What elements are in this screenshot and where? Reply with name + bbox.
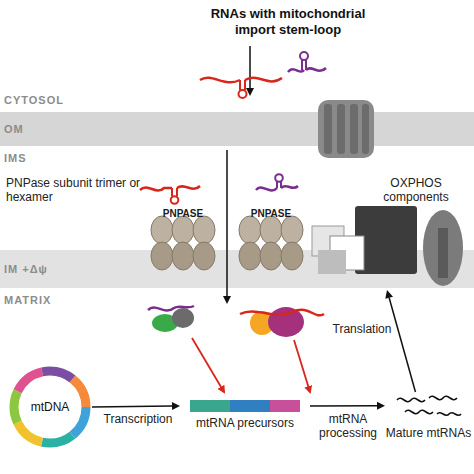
rna-squiggle [397, 398, 425, 401]
rna-strand [200, 78, 240, 83]
arrow-head [377, 402, 385, 410]
connector [310, 402, 385, 410]
rna-squiggle [437, 413, 461, 416]
edge-label: Translation [326, 322, 398, 336]
rna-strand [177, 186, 200, 189]
node-text: PNPASE [148, 208, 218, 220]
protein-blob [268, 307, 304, 337]
pnpase-subunit [239, 242, 261, 270]
protein-blob [172, 308, 194, 328]
region-label: CYTOSOL [4, 94, 64, 106]
complex-block [318, 250, 346, 274]
mtdna-circle: mtDNA [8, 365, 92, 449]
arrow-head [385, 290, 393, 299]
rna-loop [300, 52, 308, 60]
oxphos-group: OXPHOS components [300, 176, 474, 290]
pnpase-complex: PNPASE [236, 200, 306, 280]
rna-stem [171, 188, 173, 196]
rna-segment [230, 400, 270, 412]
pnpase-subunit [281, 242, 303, 270]
rna-loop [239, 90, 247, 98]
processing-arrow [294, 340, 310, 392]
pnpase-subunit [172, 242, 194, 270]
pnpase-subunit [193, 216, 215, 244]
region-label: IMS [4, 152, 27, 164]
pnpase-complex: PNPASE [148, 200, 218, 280]
rna-bar [190, 400, 300, 412]
rna-strand [148, 306, 194, 311]
rna-strand [256, 187, 277, 190]
region-label: PNPase subunit trimer or hexamer [6, 176, 144, 204]
connector [92, 402, 180, 410]
connector [385, 290, 415, 392]
edge-label: Transcription [94, 412, 182, 426]
rna-strand [140, 187, 172, 190]
rna-stem [244, 80, 246, 90]
pnpase-subunit [193, 242, 215, 270]
import-arrow [249, 46, 251, 94]
rna-loop [171, 196, 179, 204]
pnpase-subunit [239, 216, 261, 244]
node-text: PNPASE [236, 208, 306, 220]
porin-barrel [318, 100, 374, 158]
node-shape [385, 392, 472, 454]
connector-line [92, 405, 172, 407]
porin-strand [337, 104, 345, 154]
rna-segment [270, 400, 300, 412]
mature-rna-group: Mature mtRNAs [385, 392, 472, 454]
node-text: mtDNA [8, 365, 92, 449]
porin-strand [350, 104, 358, 154]
node-text: IM +Δψ [4, 250, 48, 288]
rna-segment [190, 400, 230, 412]
membrane-band: OM [0, 112, 474, 146]
porin-strand [324, 104, 332, 154]
rna-strand [306, 68, 326, 71]
rna-precursor: mtRNA precursors [180, 398, 310, 442]
node-text: OM [4, 112, 24, 146]
rna-stem [280, 182, 282, 188]
rna-loop [275, 174, 283, 182]
rna-stem [276, 182, 278, 188]
node-text: Mature mtRNAs [385, 426, 472, 440]
atp-synthase [423, 210, 463, 286]
rna-stem [239, 80, 241, 90]
processing-arrow [192, 338, 224, 392]
rna-stem [176, 188, 178, 196]
pnpase-subunit [151, 216, 173, 244]
pnpase-subunit [260, 242, 282, 270]
pnpase-subunit [281, 216, 303, 244]
edge-label: mtRNA processing [310, 412, 386, 440]
porin-strand [362, 104, 369, 154]
rna-strand [240, 310, 324, 316]
atp-stalk [438, 228, 448, 278]
rna-squiggle [429, 396, 457, 399]
connector-line [310, 405, 377, 407]
import-arrow [226, 150, 228, 302]
rna-strand [245, 78, 282, 82]
connector-line [389, 298, 415, 392]
pnpase-subunit [260, 216, 282, 244]
rna-stem [301, 60, 303, 70]
rna-squiggle [405, 410, 433, 413]
pnpase-subunit [172, 216, 194, 244]
node-text: OXPHOS components [360, 176, 472, 204]
node-text: mtRNA precursors [180, 416, 310, 430]
rna-strand [281, 186, 298, 188]
arrow-head [172, 402, 180, 410]
region-label: MATRIX [4, 294, 51, 306]
diagram-title: RNAs with mitochondrial import stem-loop [198, 6, 378, 38]
pnpase-subunit [151, 242, 173, 270]
